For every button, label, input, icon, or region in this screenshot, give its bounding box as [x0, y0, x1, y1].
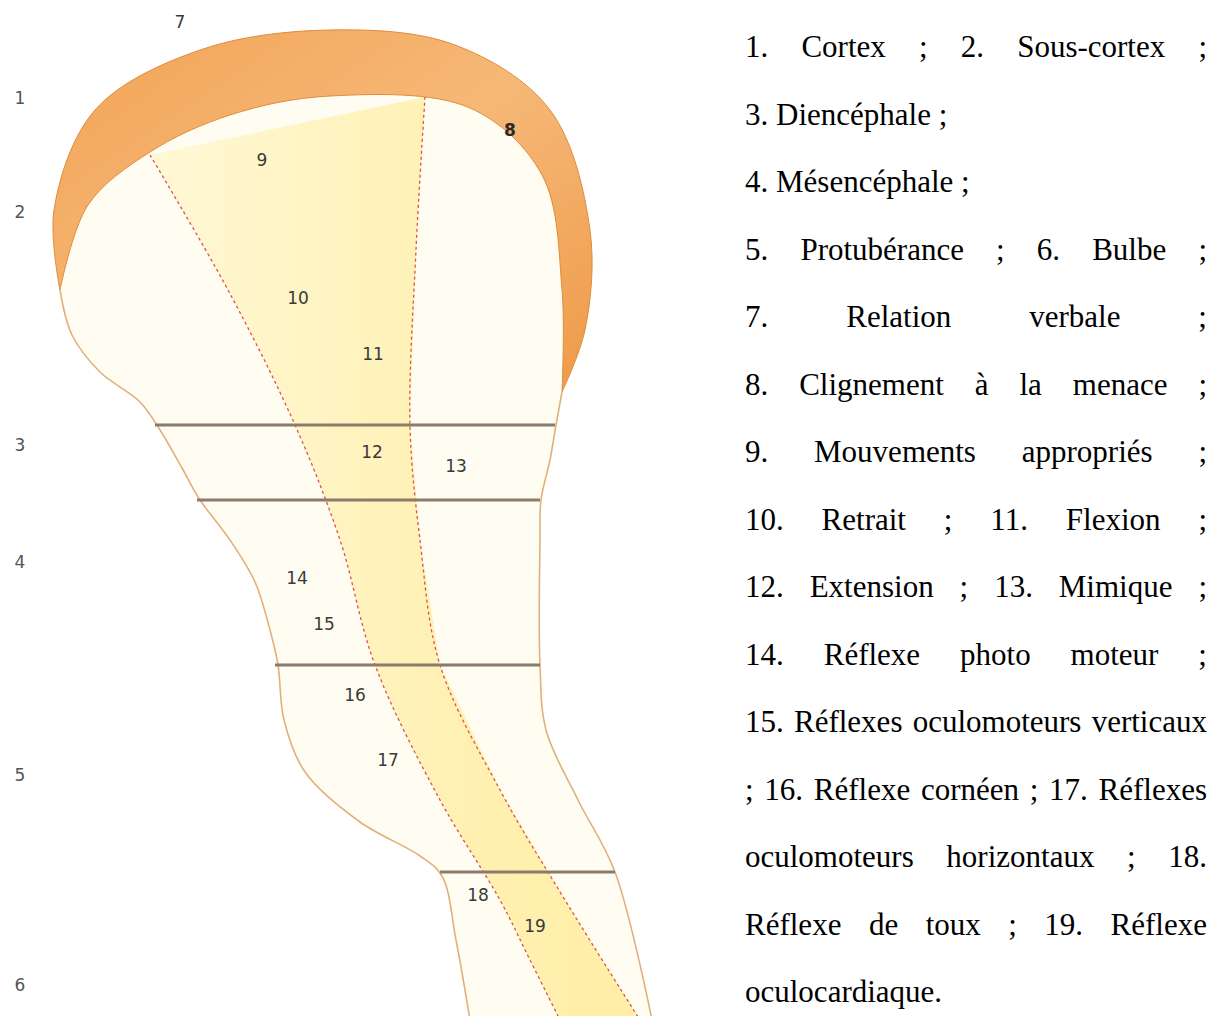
callout-number: 6: [15, 977, 26, 994]
legend-line: 14. Réflexe photo moteur ;: [745, 621, 1207, 689]
callout-number: 3: [15, 437, 26, 454]
callout-number: 5: [15, 767, 26, 784]
dashed-boundary: [410, 97, 640, 1016]
legend-item: 13. Mimique ;: [994, 569, 1207, 604]
callout-number: 19: [524, 918, 546, 935]
legend-item: 8. Clignement à la menace ;: [745, 367, 1207, 402]
legend-line: 15. Réflexes oculomoteurs verticaux ; 16…: [745, 688, 1207, 1016]
legend-item: 5. Protubérance ;: [745, 232, 1005, 267]
legend-paragraph: 1. Cortex ; 2. Sous-cortex ; 3. Diencépha…: [745, 13, 1207, 1016]
legend-line: 3. Diencéphale ;: [745, 81, 1207, 149]
legend-line: 10. Retrait ; 11. Flexion ;: [745, 486, 1207, 554]
callout-number: 4: [15, 554, 26, 571]
legend-line: 12. Extension ; 13. Mimique ;: [745, 553, 1207, 621]
legend-line: 7. Relation verbale ;: [745, 283, 1207, 351]
legend-item: 12. Extension ;: [745, 569, 968, 604]
outline-right: [539, 392, 652, 1016]
legend-item: 14. Réflexe photo moteur ;: [745, 637, 1207, 672]
legend-item: 1. Cortex ;: [745, 29, 928, 64]
callout-number: 12: [361, 444, 383, 461]
level-line: [197, 499, 540, 502]
callout-number: 10: [287, 290, 309, 307]
legend-item: 7. Relation verbale ;: [745, 299, 1207, 334]
callout-number: 17: [377, 752, 399, 769]
legend-line: 4. Mésencéphale ;: [745, 148, 1207, 216]
dashed-boundary: [150, 155, 560, 1016]
callout-number: 7: [175, 14, 186, 31]
legend-item: 6. Bulbe ;: [1037, 232, 1207, 267]
legend-item: 3. Diencéphale ;: [745, 97, 947, 132]
legend-item: 16. Réflexe cornéen ;: [764, 772, 1038, 807]
callout-number: 11: [362, 346, 384, 363]
callout-number: 15: [313, 616, 335, 633]
legend-item: 11. Flexion ;: [990, 502, 1207, 537]
callout-number: 8: [504, 122, 516, 139]
legend-item: 4. Mésencéphale ;: [745, 164, 970, 199]
callout-number: 1: [15, 90, 26, 107]
legend-line: 8. Clignement à la menace ;: [745, 351, 1207, 419]
cortex-band: [53, 30, 592, 392]
callout-number: 13: [445, 458, 467, 475]
callout-number: 2: [15, 204, 26, 221]
level-line: [440, 871, 615, 874]
callout-number: 9: [257, 152, 268, 169]
legend-line: 5. Protubérance ; 6. Bulbe ;: [745, 216, 1207, 284]
level-line: [275, 664, 540, 667]
outline-left: [60, 290, 470, 1016]
legend-item: 2. Sous-cortex ;: [961, 29, 1207, 64]
legend-line: 9. Mouvements appropriés ;: [745, 418, 1207, 486]
callout-number: 14: [286, 570, 308, 587]
legend-item: 9. Mouvements appropriés ;: [745, 434, 1207, 469]
legend-item: 10. Retrait ;: [745, 502, 952, 537]
callout-number: 16: [344, 687, 366, 704]
callout-number: 18: [467, 887, 489, 904]
level-line: [155, 424, 555, 427]
legend-line: 1. Cortex ; 2. Sous-cortex ;: [745, 13, 1207, 81]
